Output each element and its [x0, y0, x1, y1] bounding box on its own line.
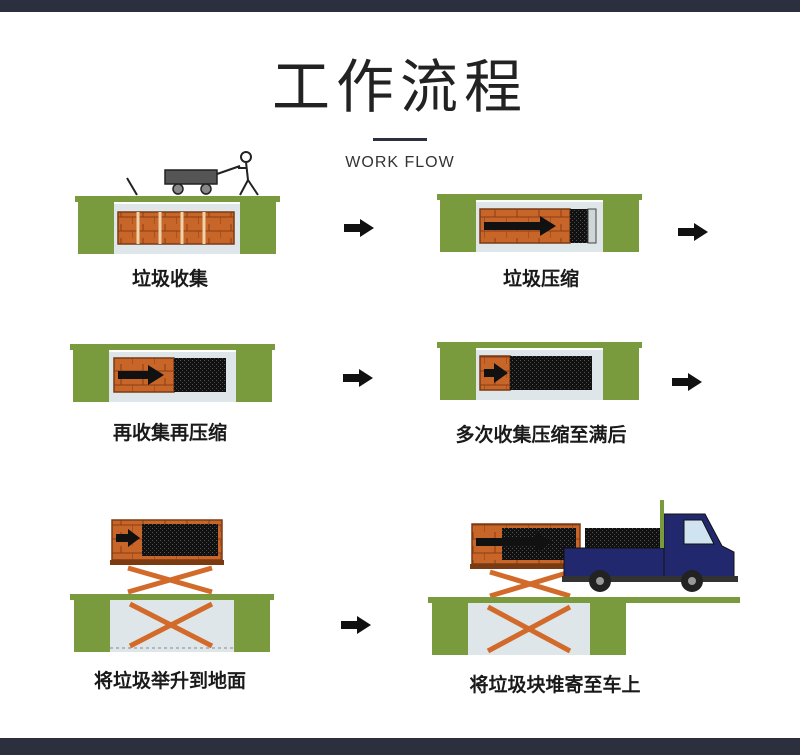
push-arrow-icon: [118, 365, 164, 385]
step-3-recompression-illustration: [70, 344, 275, 402]
worker-icon: [238, 151, 259, 196]
flow-arrow-1-icon: [344, 219, 374, 237]
step-label-4: 多次收集压缩至满后: [455, 424, 627, 446]
truck-icon: [562, 500, 738, 592]
push-arrow-icon: [484, 216, 556, 236]
bottom-bar: [0, 738, 800, 755]
trash-cart-icon: [126, 165, 241, 196]
step-1-collection-illustration: [75, 151, 280, 254]
title-divider: [373, 138, 427, 141]
top-bar: [0, 0, 800, 12]
page-title: 工作流程: [271, 53, 528, 121]
step-label-2: 垃圾压缩: [502, 268, 580, 290]
flow-arrow-5-icon: [341, 616, 371, 634]
push-arrow-icon: [484, 363, 508, 383]
step-6-loading-illustration: [428, 500, 740, 655]
step-2-compression-illustration: [437, 194, 642, 252]
step-label-6: 将垃圾块堆寄至车上: [469, 674, 641, 696]
step-label-3: 再收集再压缩: [112, 422, 228, 444]
step-label-1: 垃圾收集: [131, 268, 209, 290]
step-5-lift-illustration: [70, 519, 274, 652]
page-subtitle: WORK FLOW: [345, 154, 455, 171]
flow-arrow-3-icon: [343, 369, 373, 387]
step-label-5: 将垃圾举升到地面: [93, 670, 247, 692]
step-4-full-illustration: [437, 342, 642, 400]
flow-arrow-2-icon: [678, 223, 708, 241]
flow-arrow-4-icon: [672, 373, 702, 391]
